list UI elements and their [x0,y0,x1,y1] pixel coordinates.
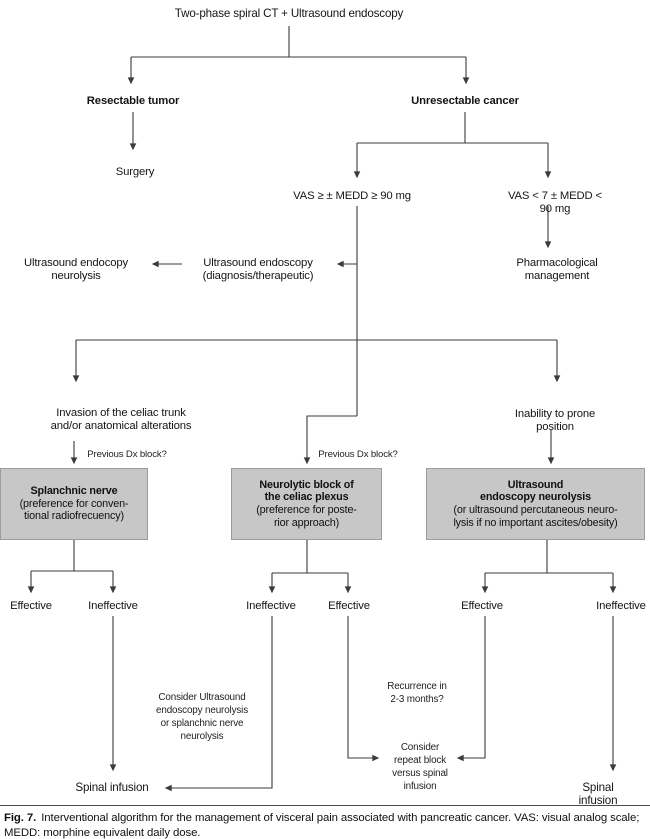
figure-caption-label: Fig. 7. [4,812,37,824]
box-neurolytic-body: (preference for poste- rior approach) [256,504,357,529]
figure-caption: Fig. 7.Interventional algorithm for the … [0,805,650,839]
label-previous-dx-block-middle: Previous Dx block? [318,449,398,460]
annotation-recurrence: Recurrence in 2-3 months? [387,681,447,705]
box-ultrasound-neurolysis: Ultrasound endoscopy neurolysis (or ultr… [426,468,645,540]
node-ultrasound-endoscopy-neurolysis: Ultrasound endocopy neurolysis [24,257,128,282]
outcome-right-ineffective: Ineffective [596,600,646,612]
box-ultrasound-title: Ultrasound endoscopy neurolysis [479,478,591,504]
node-resectable-tumor: Resectable tumor [86,95,180,107]
annotation-consider-repeat-block: Consider repeat block versus spinal infu… [392,742,448,792]
box-neurolytic-title: Neurolytic block of the celiac plexus [259,478,354,504]
outcome-mid-ineffective: Ineffective [246,600,296,612]
edge-central-neurolytic [303,415,357,465]
node-root: Two-phase spiral CT + Ultrasound endosco… [174,7,404,20]
figure-caption-text: Interventional algorithm for the managem… [4,812,640,839]
annotation-consider-ultrasound: Consider Ultrasound endoscopy neurolysis… [156,692,248,742]
node-unresectable-cancer: Unresectable cancer [411,95,519,107]
box-splanchnic-nerve: Splanchnic nerve (preference for conven-… [0,468,148,540]
outcome-right-effective: Effective [461,600,503,612]
terminal-spinal-infusion-left: Spinal infusion [75,781,149,794]
box-neurolytic-block: Neurolytic block of the celiac plexus (p… [231,468,382,540]
edge-mideff-repeatblock [347,616,380,762]
label-previous-dx-block-left: Previous Dx block? [87,449,167,460]
connector-group [27,26,617,792]
node-vas-high: VAS ≥ ± MEDD ≥ 90 mg [293,190,411,202]
terminal-spinal-infusion-right: Spinal infusion [578,781,618,807]
outcome-left-effective: Effective [10,600,52,612]
outcome-left-ineffective: Ineffective [88,600,138,612]
node-invasion-celiac-trunk: Invasion of the celiac trunk and/or anat… [50,407,192,432]
node-vas-low: VAS < 7 ± MEDD < 90 mg [508,190,602,215]
node-inability-prone-position: Inability to prone position [514,408,596,433]
outcome-mid-effective: Effective [328,600,370,612]
node-surgery: Surgery [115,166,155,178]
box-ultrasound-body: (or ultrasound percutaneous neuro- lysis… [453,504,618,529]
box-splanchnic-body: (preference for conven- tional radiofrec… [19,497,129,523]
edge-midineff-spinal [164,616,273,792]
box-splanchnic-title: Splanchnic nerve [30,485,118,498]
node-ultrasound-endoscopy-diagnostic: Ultrasound endoscopy (diagnosis/therapeu… [202,257,314,282]
edge-righteff-repeatblock [456,616,486,762]
node-pharmacological-management: Pharmacological management [516,257,598,282]
